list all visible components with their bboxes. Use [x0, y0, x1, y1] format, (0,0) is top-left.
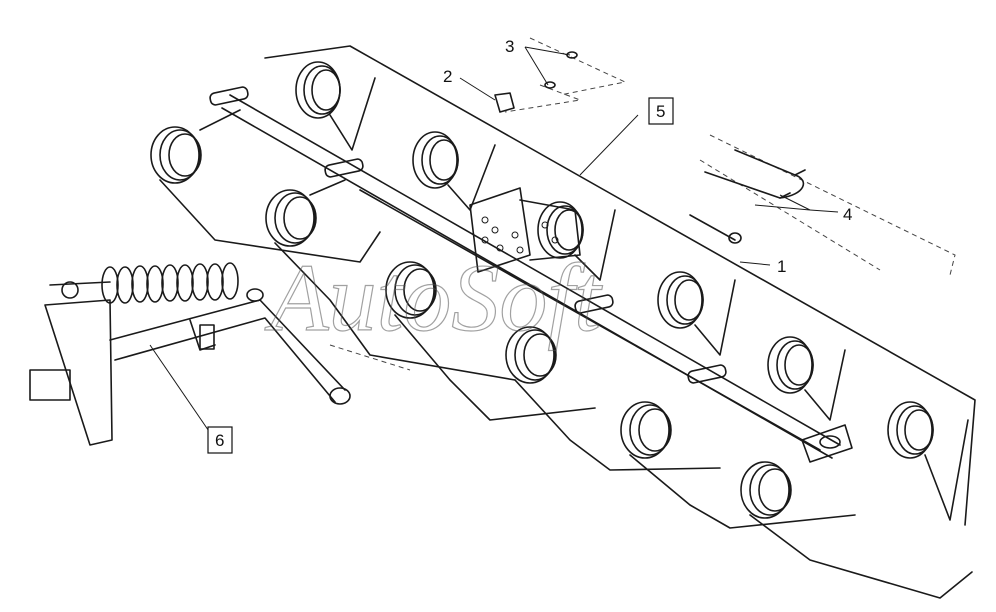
callout-4-label: 4 — [843, 205, 852, 224]
washer — [566, 51, 578, 59]
spring-tine — [767, 336, 846, 421]
spring-tine — [385, 261, 596, 421]
callout-1-label: 1 — [777, 257, 786, 276]
nut — [494, 92, 515, 113]
spring-tine — [295, 61, 376, 151]
tine-clamps — [209, 86, 853, 463]
spring-tine — [887, 401, 969, 521]
callout-4: 4 — [843, 205, 852, 224]
spring-tine — [505, 326, 721, 471]
watermark: AutoSoft — [264, 244, 603, 351]
callout-3: 3 — [505, 37, 514, 56]
u-bolt — [734, 149, 806, 176]
callout-1: 1 — [777, 257, 786, 276]
spring-tine — [740, 461, 973, 599]
spring-tine — [537, 201, 616, 281]
spring-tine — [150, 109, 381, 263]
callout-5-label: 5 — [656, 102, 665, 121]
callout-5: 5 — [648, 97, 674, 125]
coil-spring — [101, 262, 239, 304]
washer — [544, 81, 556, 89]
leader-lines — [149, 46, 839, 441]
callout-3-label: 3 — [505, 37, 514, 56]
bolt — [689, 214, 736, 241]
spring-tine — [412, 131, 496, 211]
tine-bar — [221, 94, 841, 459]
spring-tine — [657, 271, 736, 356]
callout-6-box — [207, 426, 233, 454]
rake-frame-outline — [264, 37, 976, 526]
mounting-bracket — [469, 187, 581, 273]
spring-tine — [620, 401, 856, 529]
callout-5-box — [648, 97, 674, 125]
hardware-parts — [494, 51, 806, 244]
spring-arm-assembly — [29, 262, 351, 446]
callout-6: 6 — [207, 426, 233, 454]
spring-tine — [265, 179, 516, 381]
spring-tines — [150, 61, 973, 599]
callout-2: 2 — [443, 67, 452, 86]
callout-2-label: 2 — [443, 67, 452, 86]
callout-6-label: 6 — [215, 431, 224, 450]
